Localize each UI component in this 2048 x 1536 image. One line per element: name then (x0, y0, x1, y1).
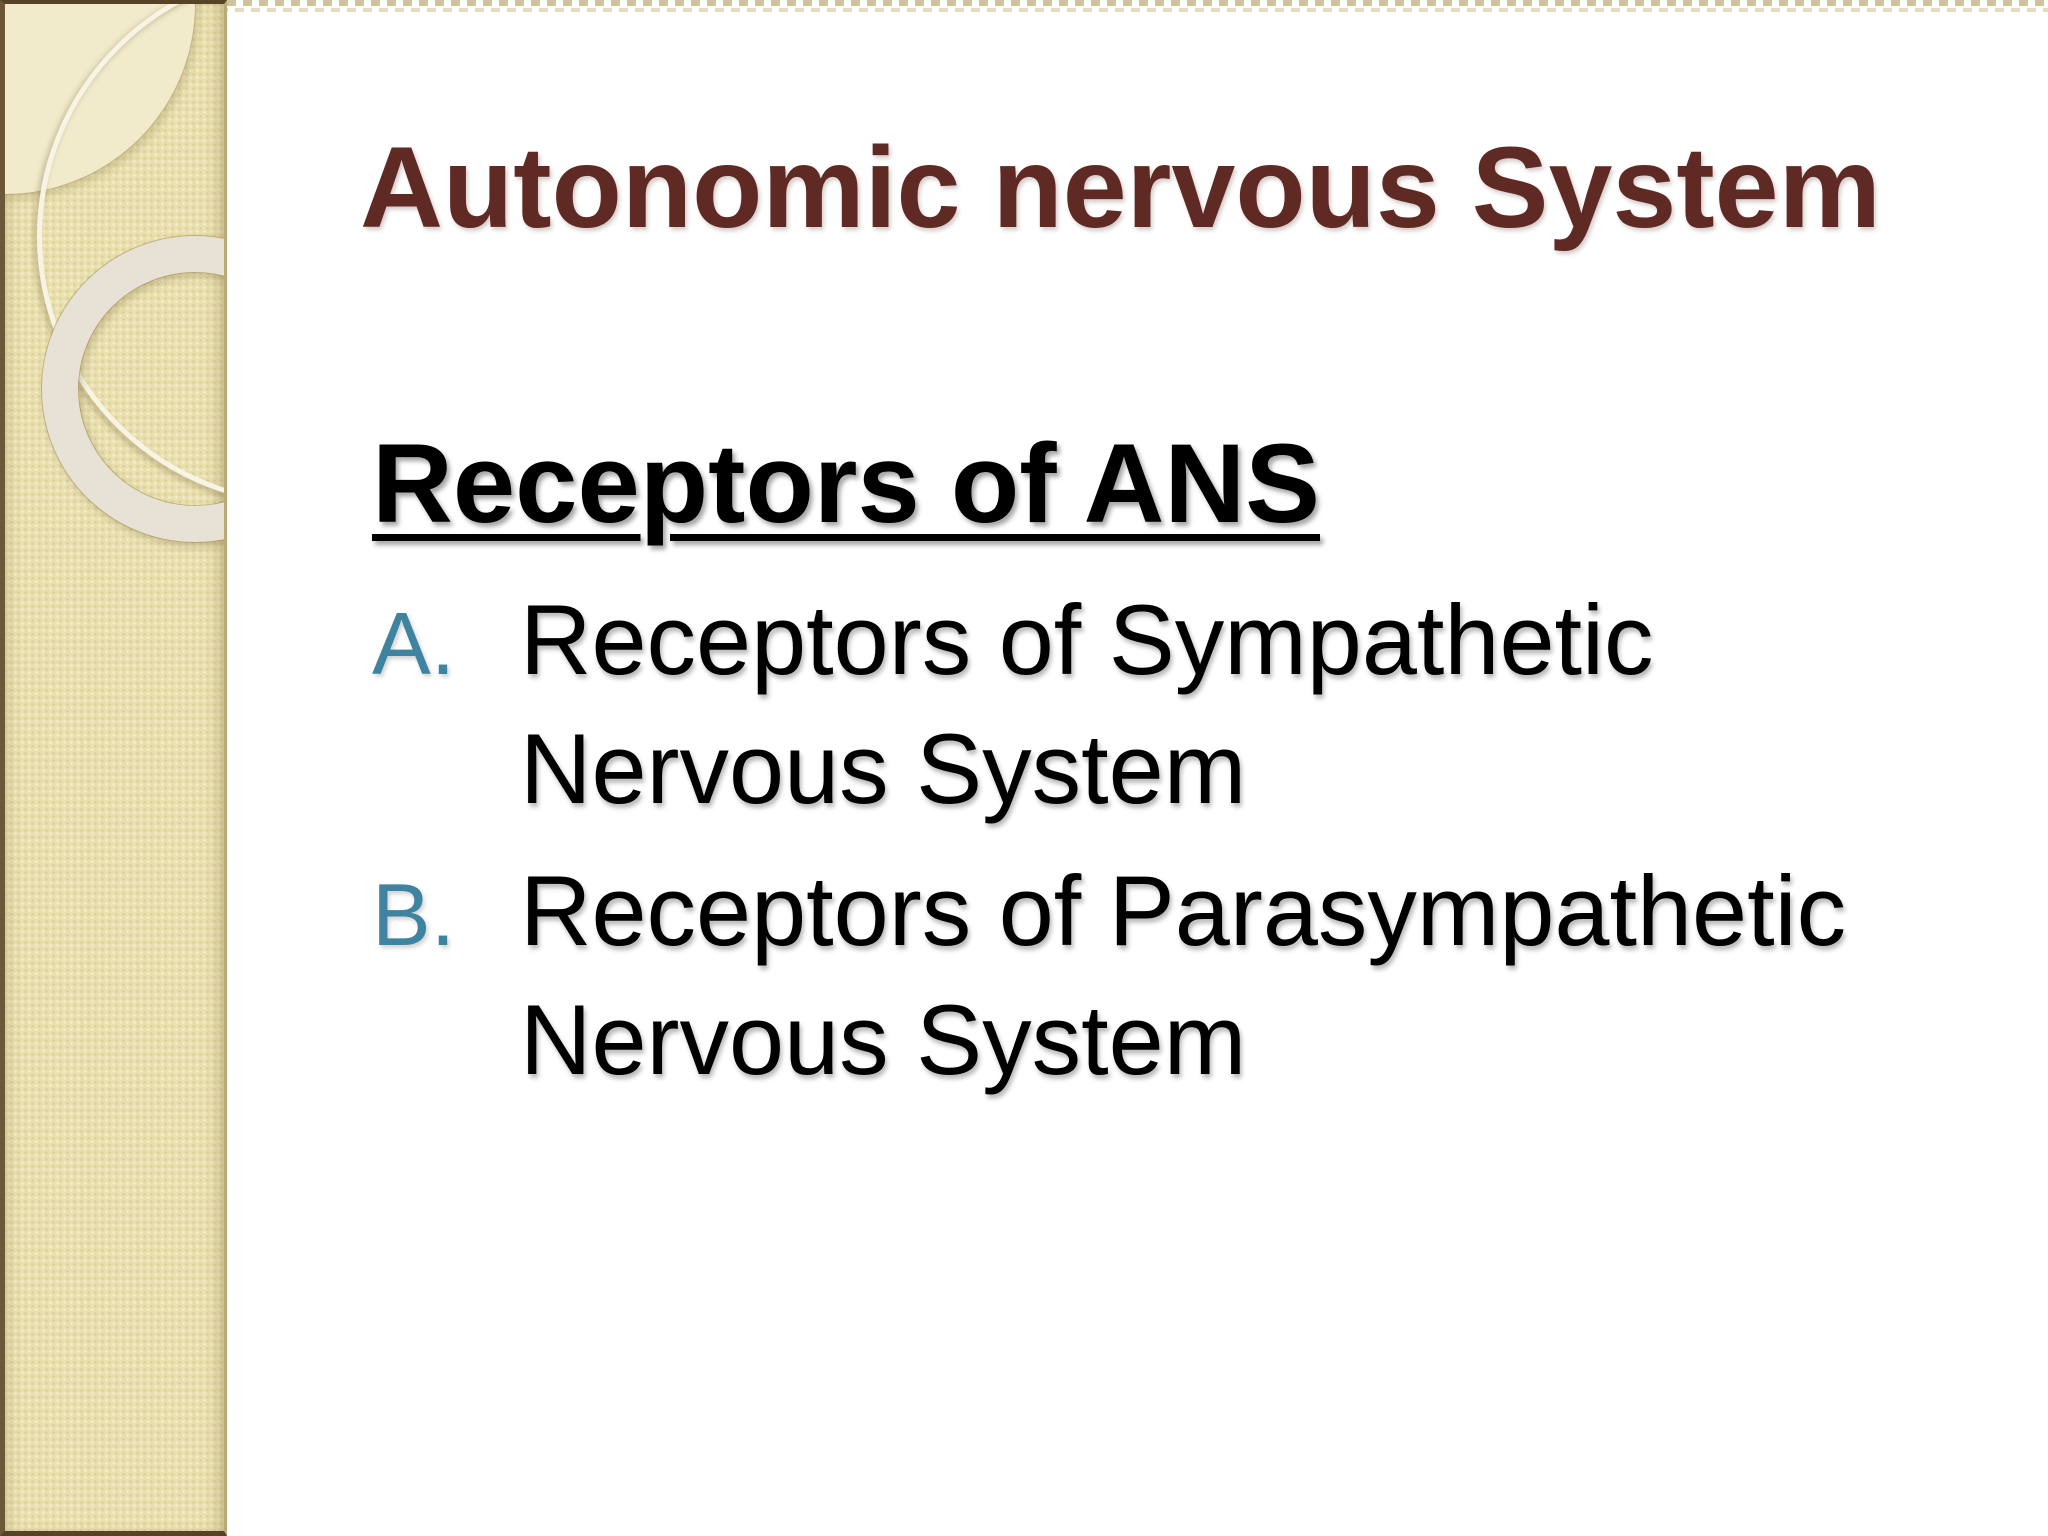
section-heading-text: Receptors of ANS (372, 421, 1321, 546)
list-item-marker: B. (372, 865, 456, 965)
list-item: A. Receptors of Sympathetic Nervous Syst… (372, 576, 1932, 833)
list-item-text: Receptors of Sympathetic Nervous System (520, 584, 1654, 824)
list-item-marker: A. (372, 594, 456, 693)
section-heading: Receptors of ANS (372, 417, 1320, 551)
list-item-text: Receptors of Parasympathetic Nervous Sys… (520, 855, 1847, 1096)
list-item: B. Receptors of Parasympathetic Nervous … (372, 847, 1932, 1104)
slide-title: Autonomic nervous System (360, 124, 1881, 252)
sidebar-decoration-panel (0, 0, 227, 1536)
receptor-list: A. Receptors of Sympathetic Nervous Syst… (372, 576, 1932, 1119)
top-dashed-border-decoration (227, 0, 2048, 14)
